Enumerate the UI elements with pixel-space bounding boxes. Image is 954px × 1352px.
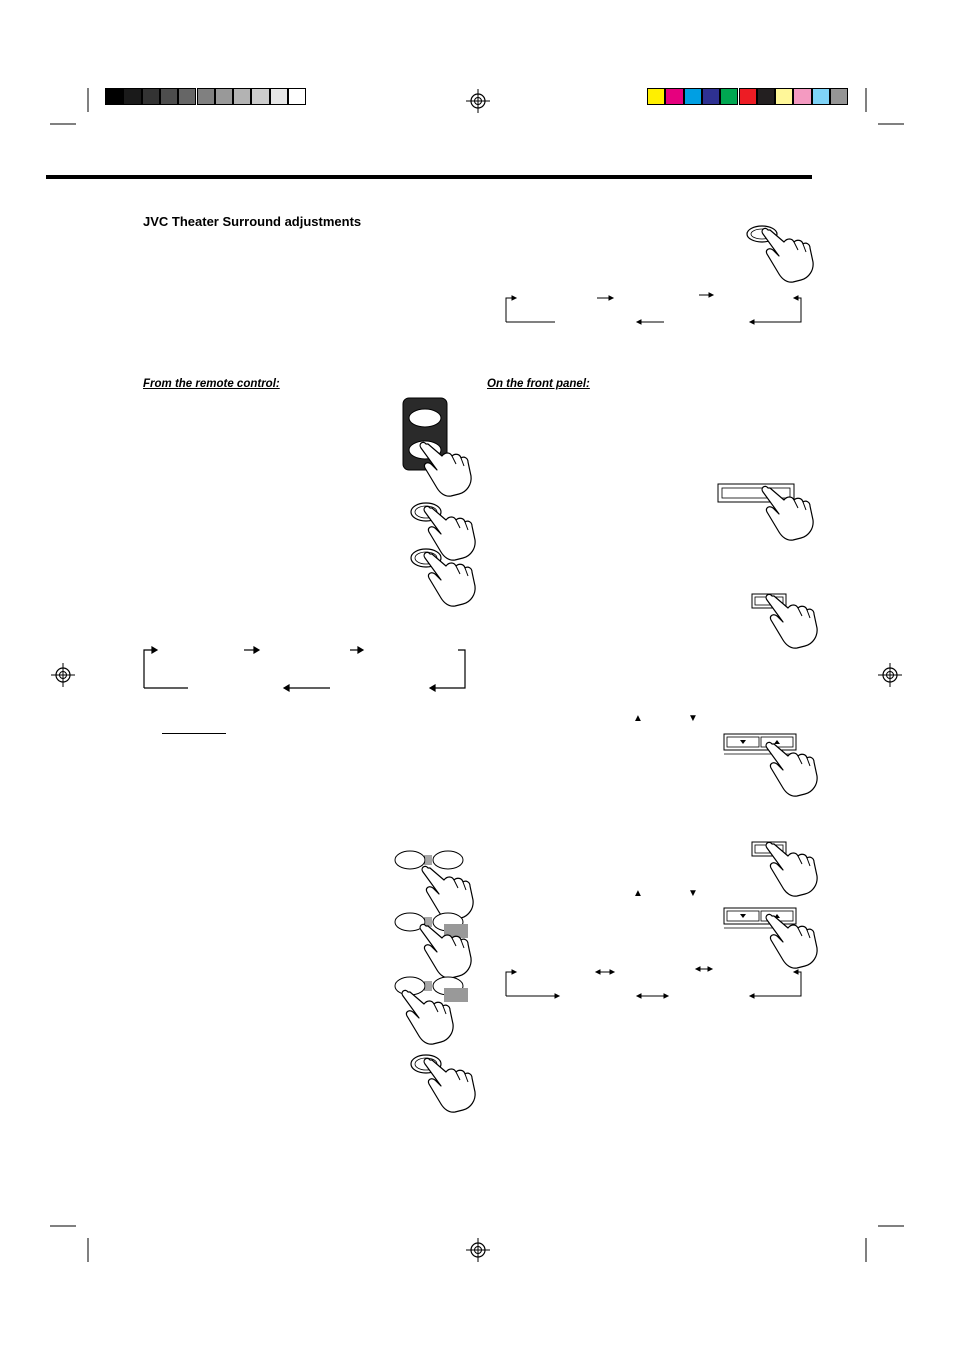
down-triangle-icon: ▼ [688,888,698,899]
calibration-swatch [701,88,721,105]
up-triangle-icon: ▲ [633,888,643,899]
remote-twin-button-press-icon[interactable] [394,974,474,1045]
calibration-swatch [288,88,307,105]
header-rule [46,175,812,179]
calibration-swatch [811,88,830,105]
front-panel-button-press-icon[interactable] [750,838,820,897]
calibration-swatch [196,88,215,105]
calibration-swatch [105,88,124,105]
remote-button-pair-press-icon[interactable] [398,396,478,497]
calibration-swatch [159,88,179,105]
calibration-swatch [647,88,666,105]
bidirectional-cycle-diagram [505,966,802,999]
remote-button-press-icon[interactable] [410,546,480,607]
calibration-swatch [793,88,812,105]
front-panel-button-press-icon[interactable] [750,590,820,649]
calibration-swatch [756,88,776,105]
up-down-button-press-icon[interactable] [722,906,822,969]
calibration-swatch [738,88,757,105]
crosshair-registration-icon [878,663,902,687]
calibration-swatch [214,88,234,105]
cycle-arrow-diagram [505,292,802,325]
surround-button-press-icon[interactable] [746,222,816,283]
calibration-swatch [720,88,739,105]
crosshair-registration-icon [51,663,75,687]
note-underline [162,733,226,734]
calibration-swatch [269,88,288,105]
calibration-swatch [830,88,849,105]
remote-control-heading: From the remote control: [143,378,280,390]
up-triangle-icon: ▲ [633,713,643,724]
up-down-button-press-icon[interactable] [722,732,822,797]
down-triangle-icon: ▼ [688,713,698,724]
calibration-swatch [141,88,160,105]
remote-button-press-icon[interactable] [410,500,480,561]
remote-button-press-icon[interactable] [410,1052,480,1113]
front-panel-heading: On the front panel: [487,378,590,390]
calibration-swatch [233,88,252,105]
crosshair-registration-icon [466,1238,490,1262]
calibration-swatch [251,88,270,105]
remote-twin-button-press-icon[interactable] [394,848,474,921]
section-title: JVC Theater Surround adjustments [143,214,362,229]
calibration-swatch [665,88,684,105]
remote-twin-button-press-icon[interactable] [394,910,474,979]
front-panel-wide-button-press-icon[interactable] [716,480,816,541]
cycle-arrow-diagram [143,645,466,693]
crosshair-registration-icon [466,89,490,113]
calibration-swatch [683,88,702,105]
calibration-swatch [178,88,197,105]
calibration-swatch [775,88,794,105]
calibration-swatch [123,88,142,105]
